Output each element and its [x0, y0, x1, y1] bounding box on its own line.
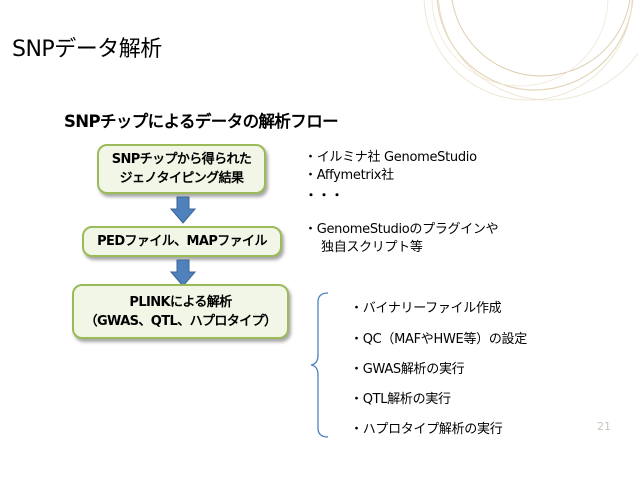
flow-box-label: SNPチップから得られた: [111, 152, 252, 167]
analysis-step: ・バイナリーファイル作成: [350, 301, 502, 316]
flow-box-label: ジェノタイピング結果: [119, 171, 244, 186]
note-line: ・Affymetrix社: [304, 168, 394, 183]
analysis-step: ・GWAS解析の実行: [350, 362, 465, 377]
flow-box-label: PEDファイル、MAPファイル: [97, 234, 267, 249]
flow-box-ped-map-files: PEDファイル、MAPファイル: [82, 226, 282, 257]
analysis-step: ・QTL解析の実行: [350, 392, 451, 407]
note-line: ・GenomeStudioのプラグインや: [304, 222, 499, 237]
flow-box-plink-analysis: PLINKによる解析 （GWAS、QTL、ハプロタイプ）: [72, 284, 289, 339]
slide-subtitle: SNPチップによるデータの解析フロー: [64, 112, 339, 131]
flow-box-label: PLINKによる解析: [129, 294, 232, 310]
slide-title: SNPデータ解析: [12, 37, 162, 62]
flow-box-genotyping-results: SNPチップから得られた ジェノタイピング結果: [97, 144, 266, 194]
ellipsis: ・・・: [305, 188, 345, 202]
page-number: 21: [597, 420, 611, 433]
note-line: ・イルミナ社 GenomeStudio: [304, 150, 477, 165]
conversion-note: ・GenomeStudioのプラグインや 独自スクリプト等: [304, 221, 499, 257]
down-arrow-icon: [170, 196, 196, 224]
tools-note: ・イルミナ社 GenomeStudio ・Affymetrix社: [304, 149, 477, 185]
analysis-step: ・QC（MAFやHWE等）の設定: [350, 332, 527, 347]
down-arrow-icon: [170, 259, 196, 287]
analysis-step: ・ハプロタイプ解析の実行: [350, 422, 503, 437]
note-line: 独自スクリプト等: [321, 240, 423, 255]
curly-brace: [310, 292, 329, 438]
flow-box-label: （GWAS、QTL、ハプロタイプ）: [84, 313, 277, 329]
